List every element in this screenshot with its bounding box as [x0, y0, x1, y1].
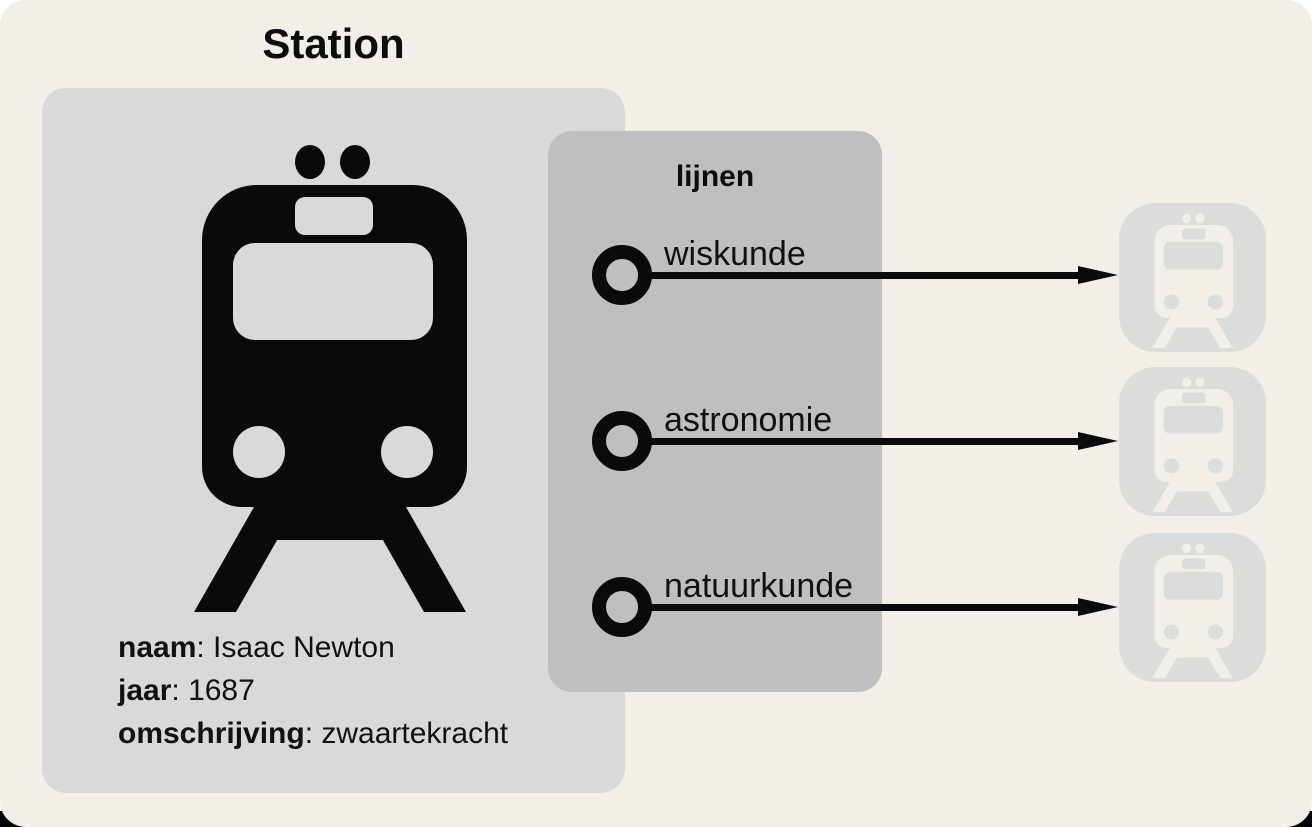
attribute-label: omschrijving	[118, 717, 305, 750]
line-row-natuurkunde: natuurkunde	[592, 569, 1118, 637]
attribute-label: jaar	[118, 674, 172, 707]
line-row-astronomie: astronomie	[592, 403, 1118, 471]
lines-panel-title: lijnen	[675, 160, 755, 193]
destination-tile	[1119, 203, 1266, 352]
arrowhead-icon	[1078, 432, 1118, 450]
train-front-icon-faded	[1152, 213, 1234, 349]
line-label: astronomie	[664, 401, 833, 439]
arrowhead-icon	[1078, 266, 1118, 284]
connector-line	[648, 272, 1080, 279]
diagram-title: Station	[262, 20, 405, 67]
attribute-value: 1687	[188, 674, 255, 707]
line-terminal-circle-icon	[592, 577, 652, 637]
destination-tile	[1119, 367, 1266, 516]
station-attribute-omschrijving: omschrijving: zwaartekracht	[118, 712, 598, 755]
line-terminal-circle-icon	[592, 245, 652, 305]
train-front-icon-faded	[1152, 377, 1234, 513]
attribute-value: Isaac Newton	[213, 631, 395, 664]
attribute-value: zwaartekracht	[321, 717, 509, 750]
line-label: wiskunde	[664, 235, 806, 273]
attribute-separator: :	[196, 631, 214, 664]
connector-line	[648, 604, 1080, 611]
line-terminal-circle-icon	[592, 411, 652, 471]
attribute-label: naam	[118, 631, 197, 664]
attribute-separator: :	[171, 674, 189, 707]
destination-tile	[1119, 533, 1266, 682]
line-row-wiskunde: wiskunde	[592, 237, 1118, 305]
station-attribute-jaar: jaar: 1687	[118, 669, 598, 712]
connector-line	[648, 438, 1080, 445]
train-front-icon	[194, 145, 467, 612]
train-front-icon-faded	[1152, 543, 1234, 679]
station-attributes: naam: Isaac Newton jaar: 1687 omschrijvi…	[118, 626, 598, 755]
arrowhead-icon	[1078, 598, 1118, 616]
attribute-separator: :	[304, 717, 322, 750]
line-label: natuurkunde	[664, 567, 854, 605]
station-attribute-naam: naam: Isaac Newton	[118, 626, 598, 669]
